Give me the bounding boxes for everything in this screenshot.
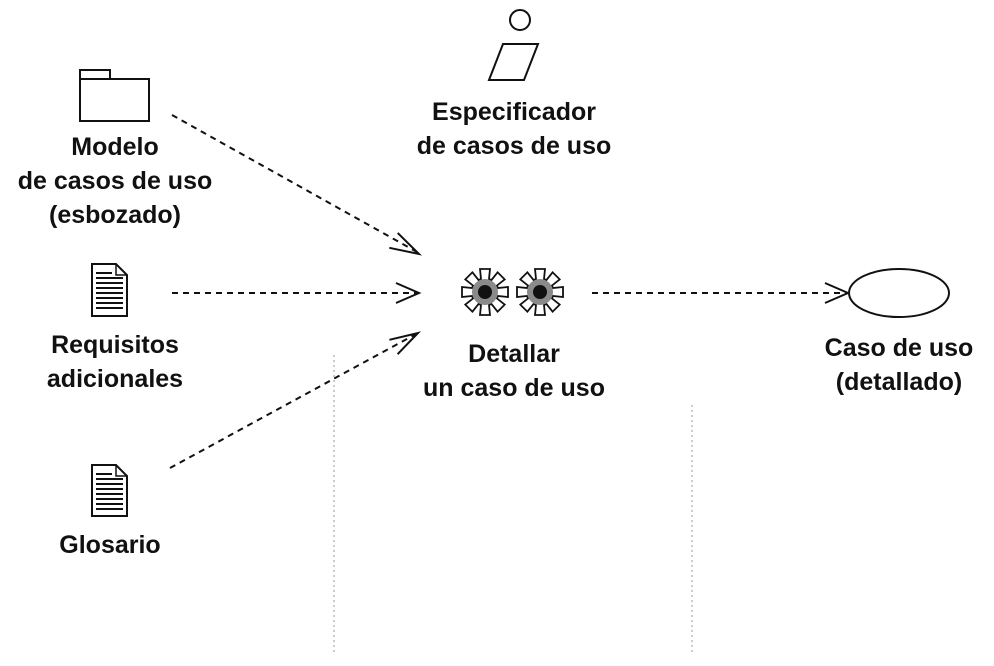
arrow-requirements-to-activity: [172, 282, 422, 304]
input-label-line: Glosario: [59, 531, 161, 559]
document-icon: [91, 464, 128, 517]
actor-icon: [487, 9, 540, 81]
input-label-line: Modelo: [71, 133, 159, 161]
input-label-line: adicionales: [46, 365, 184, 393]
use-case-ellipse-icon: [848, 268, 950, 318]
worker-label-line: de casos de uso: [416, 132, 612, 160]
worker-label-line: Especificador: [432, 98, 596, 126]
output-label-line: (detallado): [835, 368, 963, 396]
input-label-line: de casos de uso: [17, 167, 213, 195]
activity-label: Detallar un caso de uso: [394, 337, 634, 405]
worker-label: Especificador de casos de uso: [384, 95, 644, 163]
arrow-model-to-activity: [171, 114, 423, 256]
scan-artifact-lines: [333, 355, 693, 655]
arrow-glossary-to-activity: [169, 331, 422, 469]
output-label: Caso de uso (detallado): [804, 331, 994, 399]
input-label-requirements: Requisitos adicionales: [0, 328, 230, 396]
input-label-line: (esbozado): [49, 201, 181, 229]
output-label-line: Caso de uso: [824, 334, 974, 362]
input-label-line: Requisitos: [51, 331, 179, 359]
activity-label-line: un caso de uso: [423, 374, 605, 402]
input-label-model: Modelo de casos de uso (esbozado): [0, 130, 230, 232]
arrow-activity-to-use-case: [592, 282, 851, 304]
folder-icon: [79, 69, 150, 122]
document-icon: [91, 263, 128, 317]
activity-label-line: Detallar: [468, 340, 560, 368]
gears-icon: [461, 268, 564, 316]
input-label-glossary: Glosario: [0, 528, 220, 562]
